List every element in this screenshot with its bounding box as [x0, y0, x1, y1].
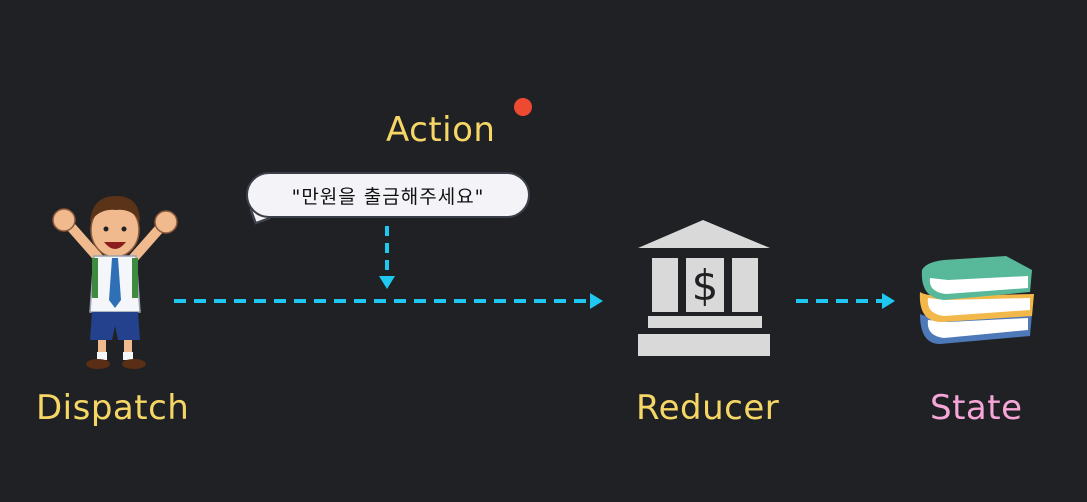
books-icon — [919, 256, 1034, 344]
action-label: Action — [386, 110, 496, 150]
dispatch-label: Dispatch — [36, 388, 190, 428]
action-speech-bubble: "만원을 출금해주세요" — [246, 172, 530, 218]
dispatch-to-reducer-arrow — [174, 293, 603, 309]
boy-cheering-icon — [52, 196, 178, 369]
state-label: State — [930, 388, 1023, 428]
action-down-arrow — [379, 226, 395, 289]
reducer-to-state-arrow — [796, 293, 895, 309]
red-dot-icon — [514, 98, 532, 116]
action-message: "만원을 출금해주세요" — [291, 185, 485, 208]
dollar-sign-icon: $ — [692, 261, 719, 310]
reducer-label: Reducer — [636, 388, 780, 428]
bank-icon — [638, 220, 770, 356]
